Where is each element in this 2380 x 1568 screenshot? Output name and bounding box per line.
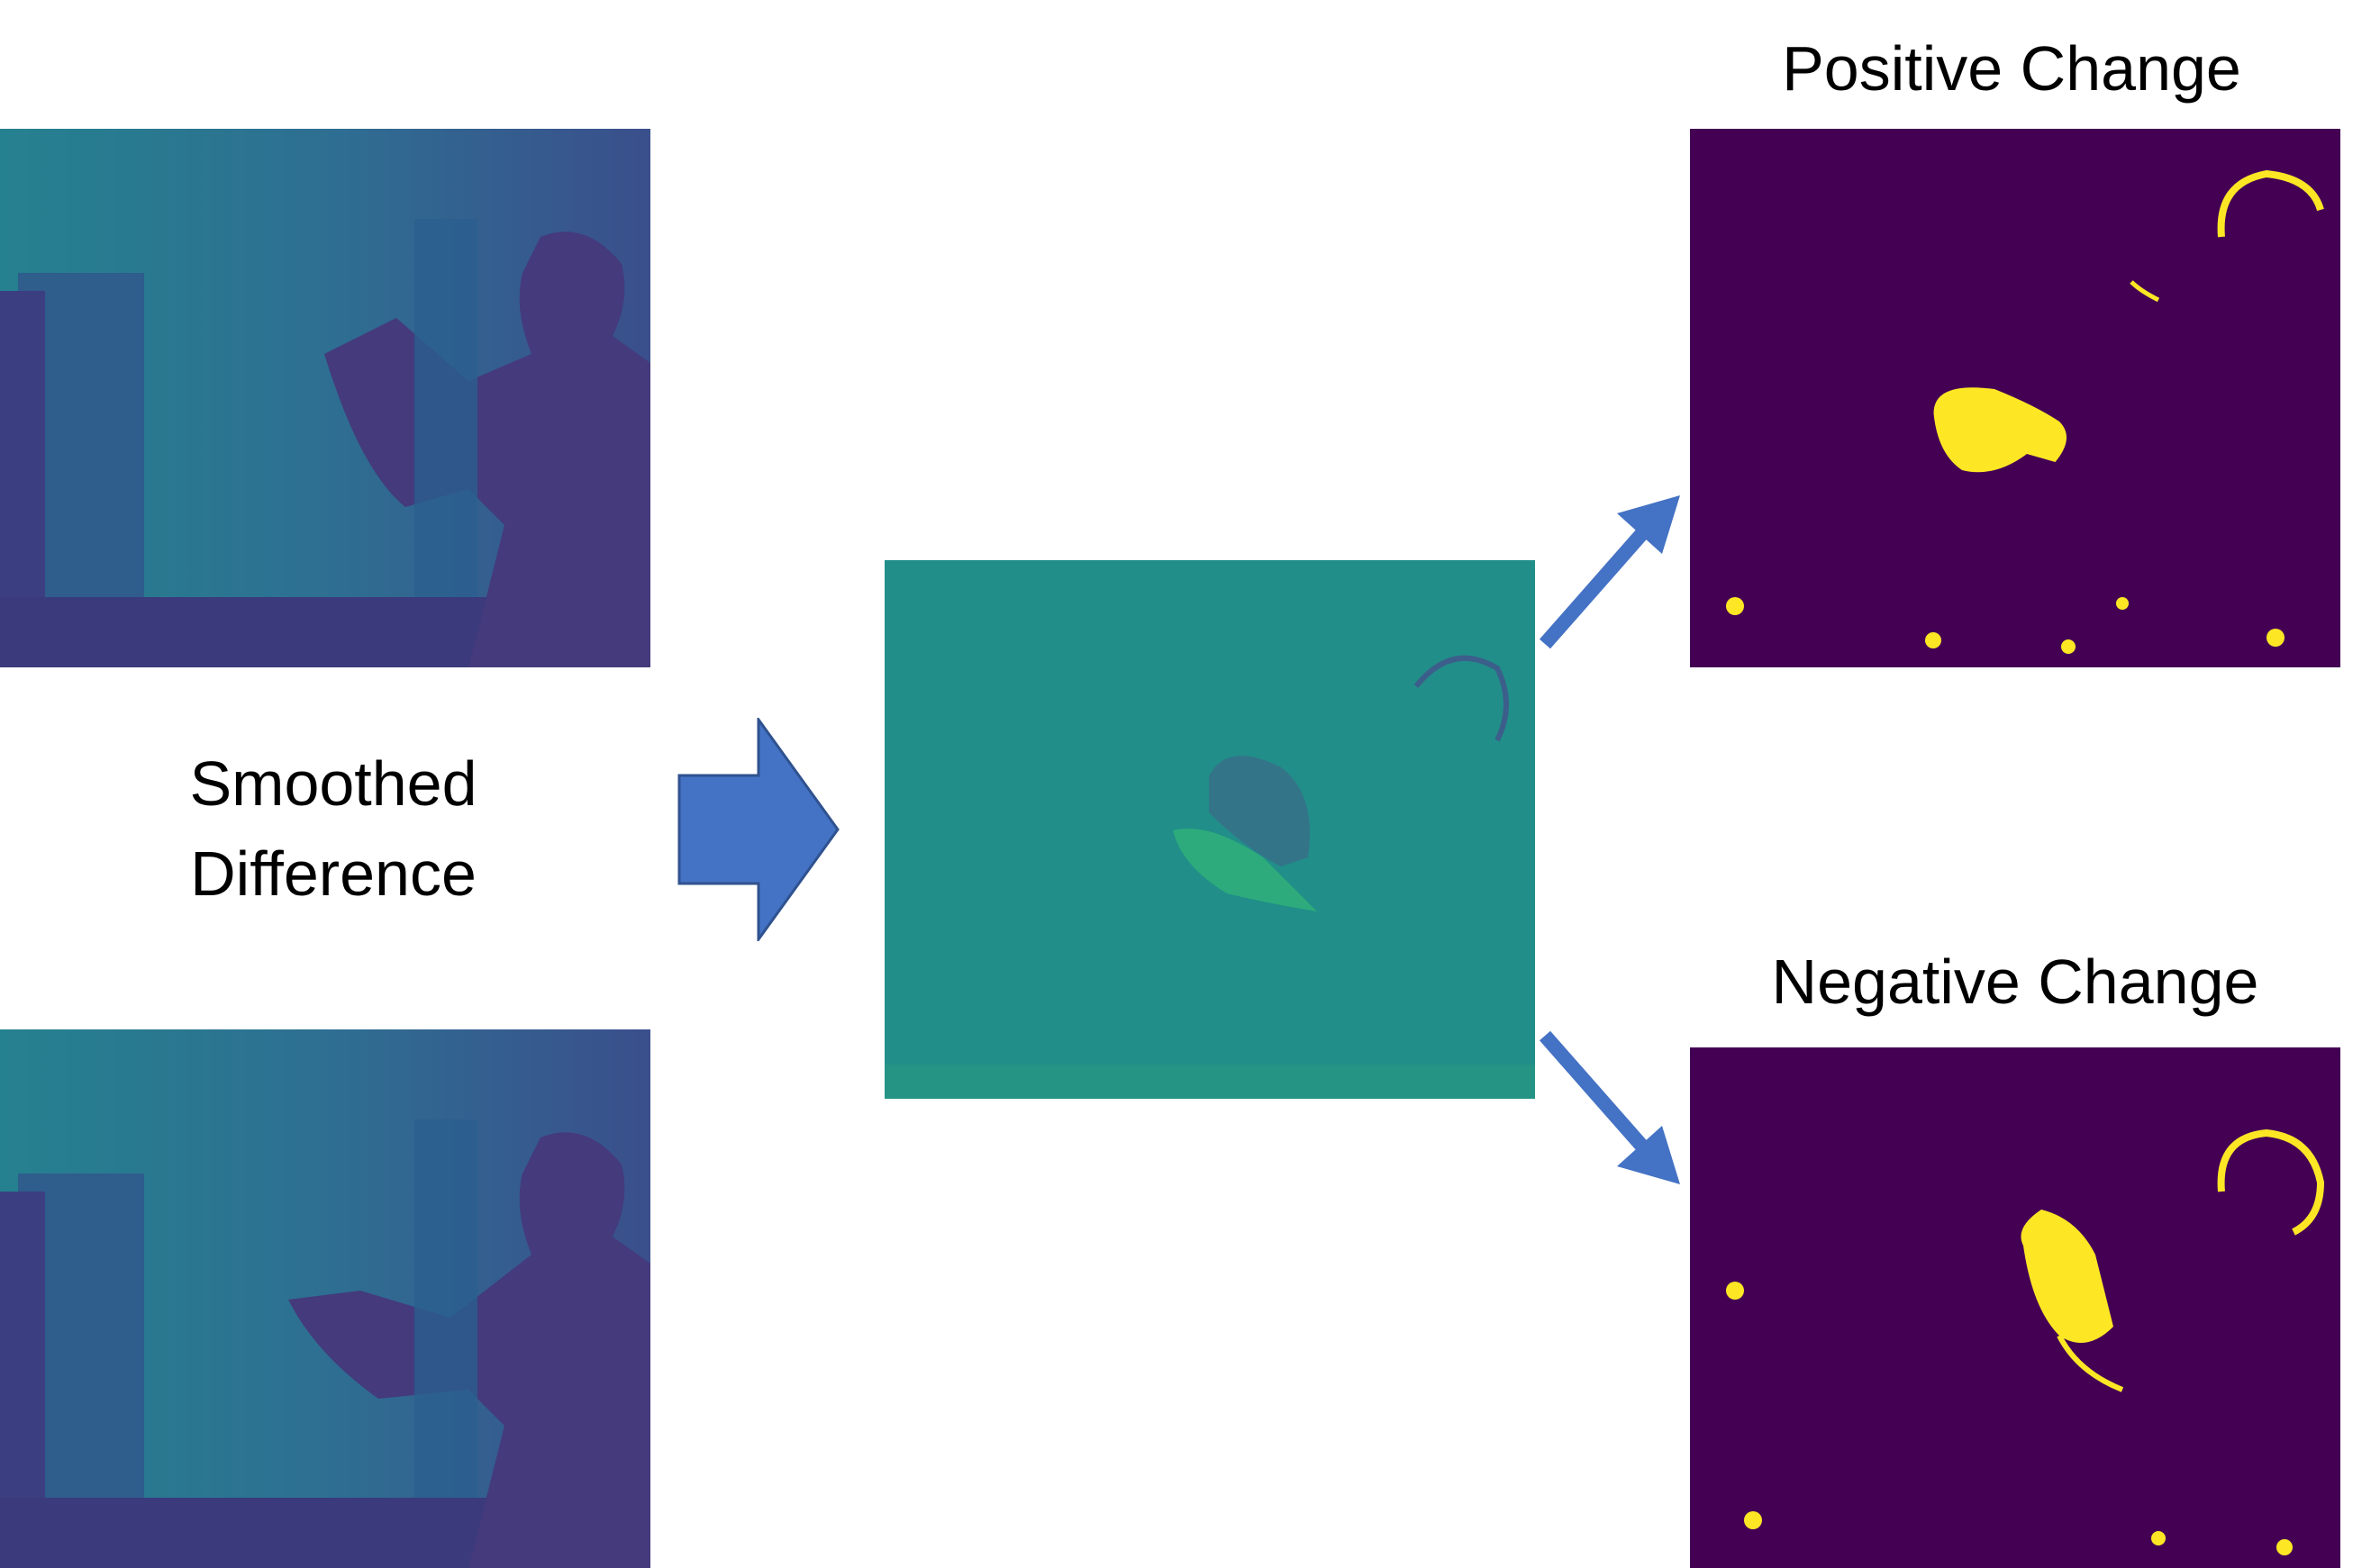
diagonal-up-arrow-icon <box>1531 486 1685 657</box>
positive-change-mask <box>1690 129 2340 667</box>
depth-frame-top <box>0 129 650 667</box>
label-line-2: Difference <box>190 838 477 909</box>
difference-frame <box>885 560 1535 1099</box>
depth-frame-bottom <box>0 1029 650 1568</box>
negative-change-mask <box>1690 1047 2340 1568</box>
negative-change-title: Negative Change <box>1771 947 2259 1017</box>
smoothed-difference-label: Smoothed Difference <box>144 739 522 919</box>
positive-change-title: Positive Change <box>1782 33 2241 104</box>
label-line-1: Smoothed <box>189 748 477 819</box>
diagonal-down-arrow-icon <box>1531 1022 1685 1193</box>
right-block-arrow-icon <box>677 718 840 941</box>
